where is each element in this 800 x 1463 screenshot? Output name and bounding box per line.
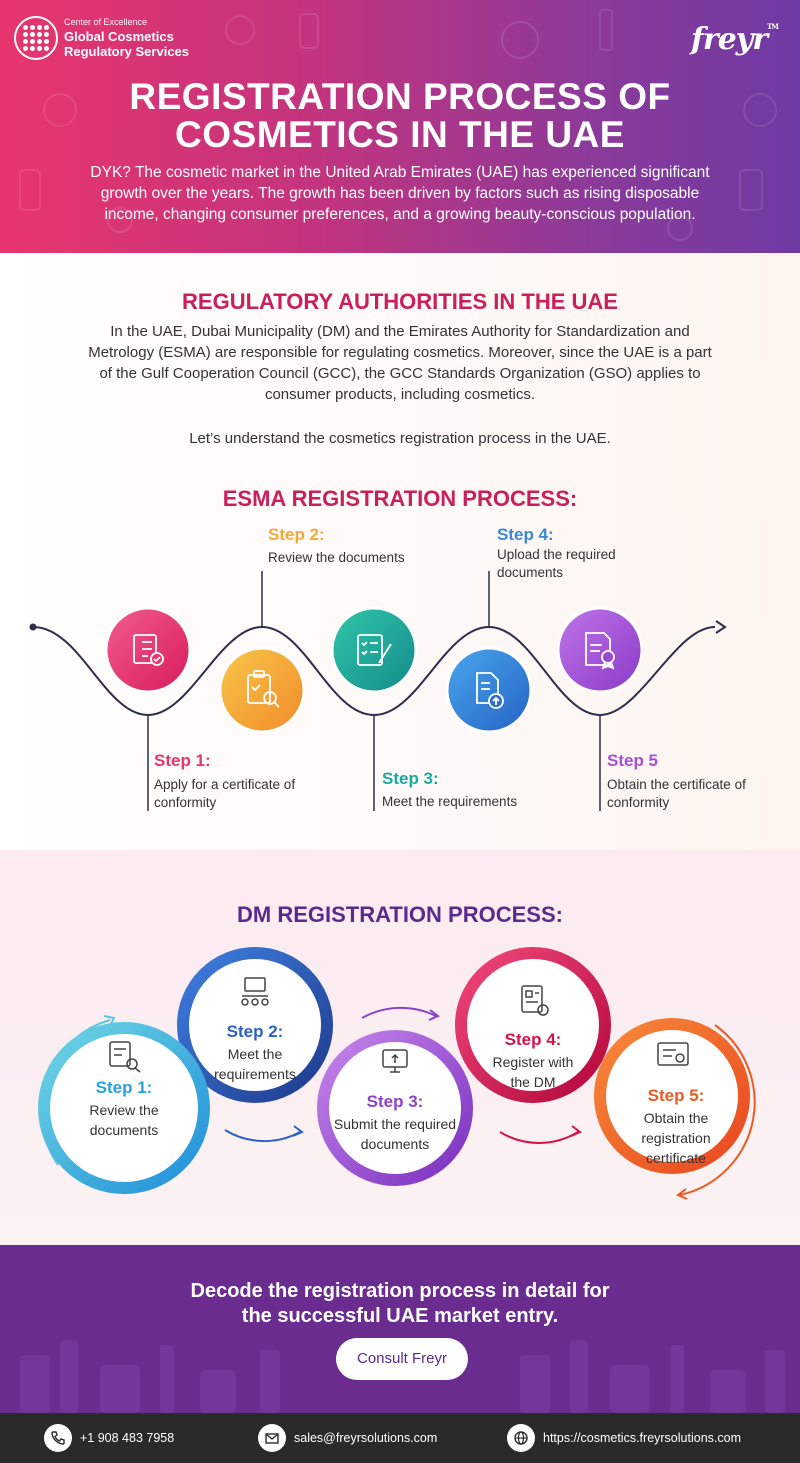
dm-step1-label: Step 1: (95, 1078, 153, 1097)
esma-process-diagram (29, 571, 727, 811)
document-pen-icon (357, 634, 392, 666)
dm-step5: Step 5: Obtain the registration certific… (606, 1086, 746, 1168)
wave-start-dot (29, 623, 37, 631)
dm-step2-label: Step 2: (226, 1022, 284, 1041)
cta-section: Decode the registration process in detai… (0, 1245, 800, 1413)
consult-freyr-button[interactable]: Consult Freyr (336, 1338, 468, 1380)
freyr-logo: freyrTM (690, 22, 779, 57)
dm-step4-ring (455, 947, 611, 1103)
footer-email[interactable]: sales@freyrsolutions.com (258, 1424, 437, 1452)
esma-step1-label: Step 1: (154, 751, 211, 770)
footer-website[interactable]: https://cosmetics.freyrsolutions.com (507, 1424, 741, 1452)
cta-text: Decode the registration process in detai… (190, 1280, 610, 1327)
esma-step1-circle (104, 606, 192, 694)
esma-step3-desc: Meet the requirements (382, 794, 518, 809)
dm-step1-ring (38, 1022, 210, 1194)
regulatory-lets-text: Let’s understand the cosmetics registrat… (189, 430, 611, 447)
certificate-icon (657, 1042, 689, 1066)
registration-form-icon (521, 985, 549, 1016)
dm-step5-desc: Obtain the registration certificate (641, 1110, 711, 1166)
dm-step3: Step 3: Submit the required documents (325, 1092, 465, 1154)
header-banner: Center of Excellence Global Cosmetics Re… (0, 0, 800, 253)
phone-icon (44, 1424, 72, 1452)
dm-step1-desc: Review the documents (89, 1102, 159, 1138)
globe-icon (507, 1424, 535, 1452)
dm-step4: Step 4: Register with the DM (463, 1030, 603, 1092)
esma-title: ESMA REGISTRATION PROCESS: (222, 486, 578, 511)
document-search-icon (109, 1041, 141, 1073)
esma-step4-desc: Upload the required documents (497, 547, 616, 580)
brand-coe: Center of Excellence (64, 17, 148, 27)
esma-step3-label: Step 3: (382, 769, 439, 788)
esma-step5-desc: Obtain the certificate of conformity (607, 777, 746, 810)
certificate-icon (585, 632, 615, 670)
dm-step2-ring (177, 947, 333, 1103)
esma-step1-desc: Apply for a certificate of conformity (154, 777, 296, 810)
esma-step2-desc: Review the documents (268, 550, 405, 565)
monitor-upload-icon (382, 1049, 408, 1073)
dm-step5-label: Step 5: (647, 1086, 705, 1105)
dm-step3-ring (317, 1030, 473, 1186)
dm-step4-desc: Register with the DM (492, 1054, 574, 1090)
esma-step5-circle (556, 606, 644, 694)
dm-section: DM REGISTRATION PROCESS: (0, 850, 800, 1245)
esma-step3-circle (330, 606, 418, 694)
dm-step4-label: Step 4: (504, 1030, 562, 1049)
dm-title: DM REGISTRATION PROCESS: (237, 902, 563, 927)
esma-step4-label: Step 4: (497, 525, 554, 544)
cosmetics-silhouette-background (20, 1340, 785, 1413)
clipboard-search-icon (247, 670, 280, 708)
regulatory-section: REGULATORY AUTHORITIES IN THE UAE In the… (0, 253, 800, 850)
cosmetics-pattern-background (19, 9, 777, 241)
dm-step2-desc: Meet the requirements (214, 1046, 296, 1082)
dm-step5-ring (594, 1018, 750, 1174)
intro-text: DYK? The cosmetic market in the United A… (90, 164, 710, 223)
checklist-icon (133, 634, 164, 666)
brand-name: Global Cosmetics Regulatory Services (64, 29, 190, 59)
footer: +1 908 483 7958 sales@freyrsolutions.com… (0, 1413, 800, 1463)
dm-step3-label: Step 3: (366, 1092, 424, 1111)
mail-icon (258, 1424, 286, 1452)
freyr-badge-logo (14, 16, 58, 60)
regulatory-body: In the UAE, Dubai Municipality (DM) and … (88, 323, 712, 403)
esma-step2-label: Step 2: (268, 525, 325, 544)
esma-step2-circle (218, 646, 306, 734)
dm-process-diagram (38, 947, 756, 1200)
esma-step5-label: Step 5 (607, 751, 659, 770)
esma-step4-circle (445, 646, 533, 734)
footer-phone[interactable]: +1 908 483 7958 (44, 1424, 174, 1452)
regulatory-title: REGULATORY AUTHORITIES IN THE UAE (182, 289, 618, 314)
meeting-icon (241, 977, 269, 1006)
dm-step2: Step 2: Meet the requirements (185, 1022, 325, 1084)
document-upload-icon (476, 672, 504, 709)
dm-step1: Step 1: Review the documents (54, 1078, 194, 1140)
dm-step3-desc: Submit the required documents (333, 1116, 457, 1152)
wave-end-arrow (715, 620, 727, 634)
page-title: REGISTRATION PROCESS OF COSMETICS IN THE… (129, 76, 671, 155)
